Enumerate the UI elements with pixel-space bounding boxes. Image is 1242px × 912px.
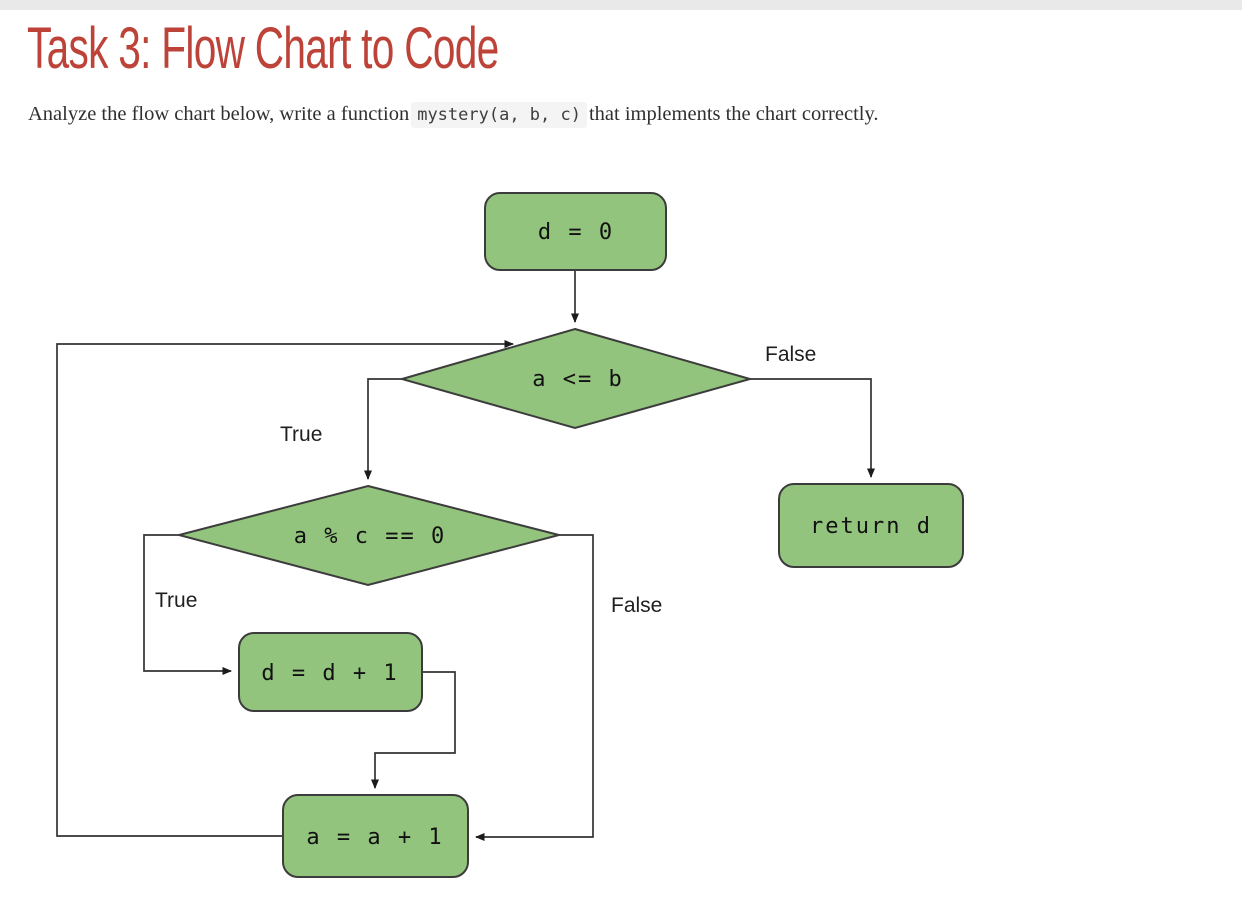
task-description: Analyze the flow chart below, write a fu… bbox=[28, 102, 879, 128]
node-return: return d bbox=[778, 483, 964, 568]
flowchart-edges bbox=[56, 271, 875, 841]
top-divider bbox=[0, 0, 1242, 10]
edge-inner-false-to-increment-a bbox=[475, 534, 594, 841]
node-outer-condition-shape bbox=[398, 327, 754, 430]
node-increment-d-shape bbox=[238, 632, 423, 712]
node-increment-a-shape bbox=[282, 794, 469, 878]
node-inner-condition: a % c == 0 bbox=[175, 484, 563, 587]
node-return-shape bbox=[778, 483, 964, 568]
task-description-text: Analyze the flow chart below, write a fu… bbox=[28, 103, 410, 125]
flowchart-edge-labels: False True True False bbox=[155, 343, 816, 617]
node-outer-condition: a <= b bbox=[398, 327, 754, 430]
node-init-label: d = 0 bbox=[538, 220, 614, 245]
flowchart-nodes: d = 0 a <= b a % c == 0 d = d + 1 a = a … bbox=[175, 192, 964, 878]
inline-code-mystery: mystery(a, b, c) bbox=[411, 102, 587, 128]
edge-inner-true-to-increment-d bbox=[143, 534, 232, 675]
node-outer-condition-label: a <= b bbox=[532, 367, 623, 392]
edge-outer-false-to-return bbox=[750, 378, 875, 478]
node-increment-d-label: d = d + 1 bbox=[261, 661, 398, 686]
node-increment-d: d = d + 1 bbox=[238, 632, 423, 712]
edge-loop-back-to-outer-condition bbox=[56, 340, 514, 837]
label-inner-true: True bbox=[155, 589, 197, 612]
task-description-text-after: that implements the chart correctly. bbox=[588, 103, 879, 125]
page-title: Task 3: Flow Chart to Code bbox=[27, 16, 499, 81]
node-inner-condition-label: a % c == 0 bbox=[294, 524, 446, 549]
label-outer-false: False bbox=[765, 343, 816, 366]
edge-increment-d-to-increment-a bbox=[371, 671, 456, 789]
node-increment-a-label: a = a + 1 bbox=[306, 825, 443, 850]
node-increment-a: a = a + 1 bbox=[282, 794, 469, 878]
label-outer-true: True bbox=[280, 423, 322, 446]
label-inner-false: False bbox=[611, 594, 662, 617]
edge-outer-true-to-inner-condition bbox=[364, 378, 402, 480]
node-init-shape bbox=[484, 192, 667, 271]
node-init: d = 0 bbox=[484, 192, 667, 271]
node-inner-condition-shape bbox=[175, 484, 563, 587]
node-return-label: return d bbox=[810, 514, 932, 539]
